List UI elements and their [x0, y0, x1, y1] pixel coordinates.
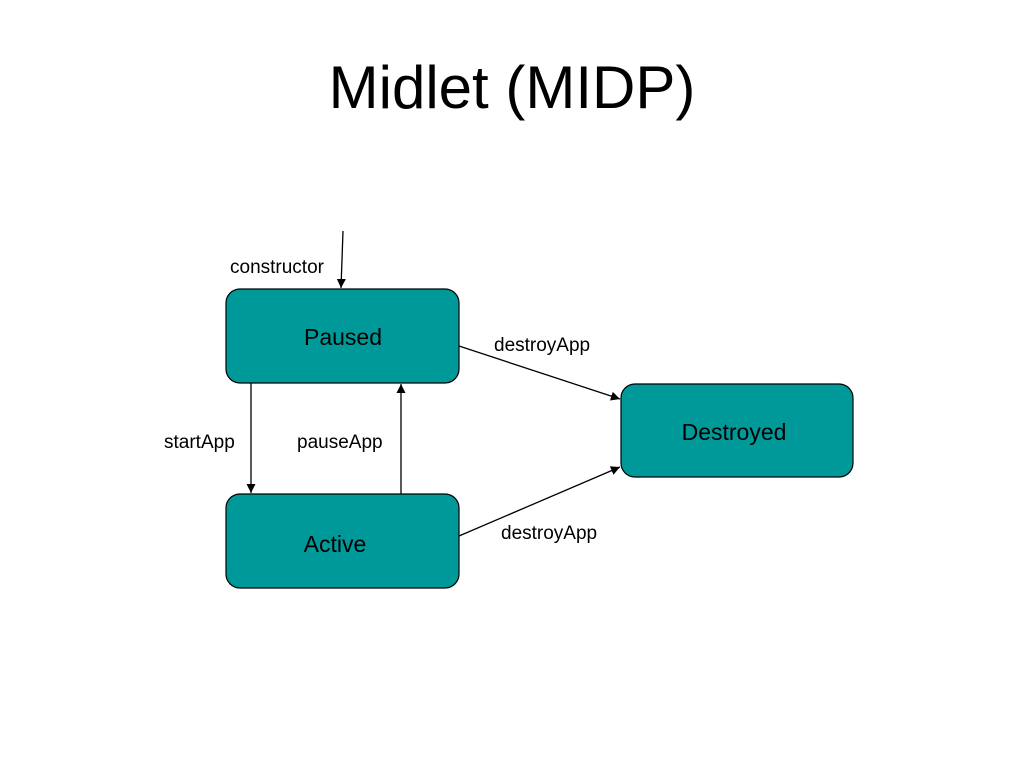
state-active: Active [225, 493, 460, 589]
destroy-from-paused-label: destroyApp [494, 335, 590, 356]
constructor-label: constructor [230, 257, 325, 278]
destroy-from-active-arrow [458, 466, 621, 537]
state-destroyed: Destroyed [620, 383, 854, 478]
state-paused-label: Paused [304, 324, 382, 350]
destroy-from-paused-arrow [458, 345, 621, 401]
state-paused-box [225, 288, 460, 384]
state-destroyed-box [620, 383, 854, 478]
state-active-label: Active [304, 531, 367, 557]
state-destroyed-label: Destroyed [682, 419, 787, 445]
constructor-arrow [336, 230, 346, 289]
start-app-label: startApp [164, 432, 235, 453]
state-paused: Paused [225, 288, 460, 384]
slide-title: Midlet (MIDP) [328, 54, 696, 121]
destroy-from-active-label: destroyApp [501, 523, 597, 544]
pause-app-label: pauseApp [297, 432, 383, 453]
state-active-box [225, 493, 460, 589]
